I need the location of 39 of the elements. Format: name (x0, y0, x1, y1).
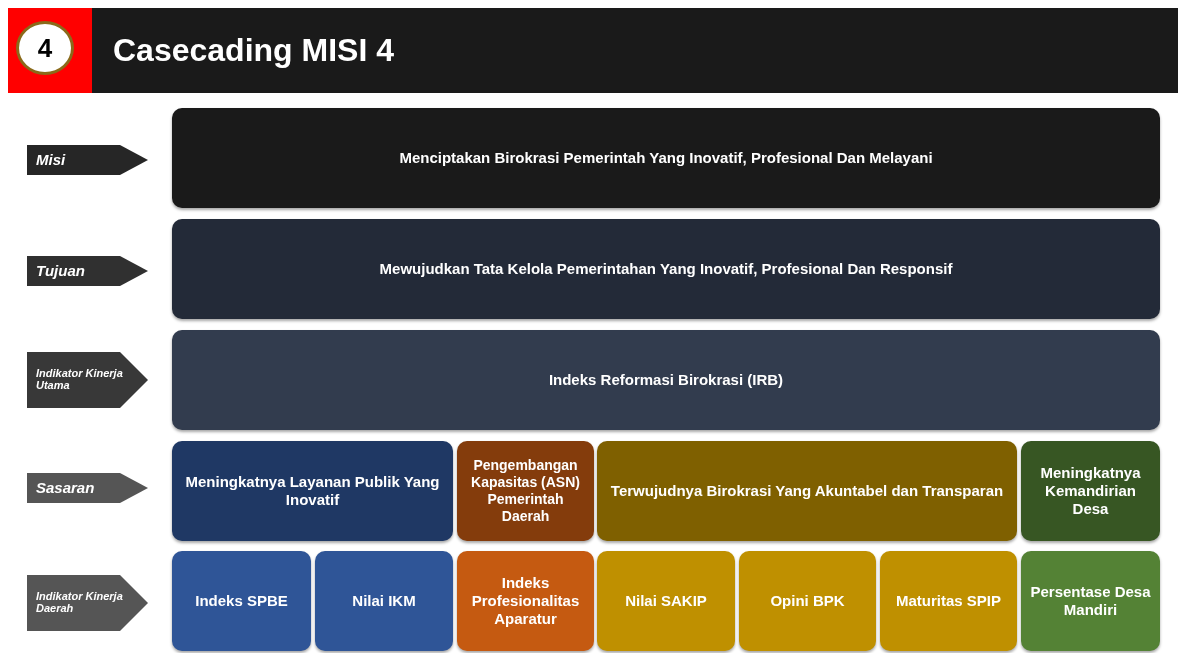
box-text: Mewujudkan Tata Kelola Pemerintahan Yang Inovatif, Profesional Dan Responsif (379, 260, 953, 278)
cascade-box (315, 551, 453, 651)
row-label: Misi (35, 152, 67, 168)
cascade-box (457, 551, 594, 651)
cascade-box (597, 551, 735, 651)
row-label-tag (27, 575, 148, 631)
cascade-box (172, 108, 1160, 208)
row-label-tag (27, 352, 148, 408)
cascade-box (172, 330, 1160, 430)
cascade-box (172, 551, 311, 651)
box-text: Menciptakan Birokrasi Pemerintah Yang Inovatif, Profesional Dan Melayani (399, 149, 933, 167)
box-text: Terwujudnya Birokrasi Yang Akuntabel dan Transparan (610, 482, 1004, 500)
cascade-box (739, 551, 876, 651)
box-text: Indeks SPBE (195, 592, 288, 610)
cascade-box (597, 441, 1017, 541)
cascade-box (457, 441, 594, 541)
box-text: Meningkatnya Kemandirian Desa (1039, 464, 1142, 518)
box-text: Persentase Desa Mandiri (1029, 583, 1152, 619)
row-label-tag (27, 473, 148, 503)
box-text: Pengembangan Kapasitas (ASN) Pemerintah Daerah (470, 457, 581, 525)
cascade-box (172, 441, 453, 541)
box-text: Nilai SAKIP (625, 592, 707, 610)
box-text: Indeks Profesionalitas Aparatur (470, 574, 581, 628)
cascade-box (1021, 441, 1160, 541)
cascade-box (880, 551, 1017, 651)
row-label: Indikator Kinerja Utama (35, 368, 124, 392)
row-label: Tujuan (35, 263, 86, 279)
box-text: Meningkatnya Layanan Publik Yang Inovatif (184, 473, 441, 509)
row-label: Indikator Kinerja Daerah (35, 591, 124, 615)
box-text: Indeks Reformasi Birokrasi (IRB) (548, 371, 784, 389)
row-label-tag (27, 145, 148, 175)
cascade-box (1021, 551, 1160, 651)
box-text: Opini BPK (770, 592, 845, 610)
cascade-box (172, 219, 1160, 319)
box-text: Nilai IKM (352, 592, 416, 610)
box-text: Maturitas SPIP (896, 592, 1001, 610)
page-title: Casecading MISI 4 (113, 31, 394, 70)
row-label-tag (27, 256, 148, 286)
row-label: Sasaran (35, 480, 96, 496)
